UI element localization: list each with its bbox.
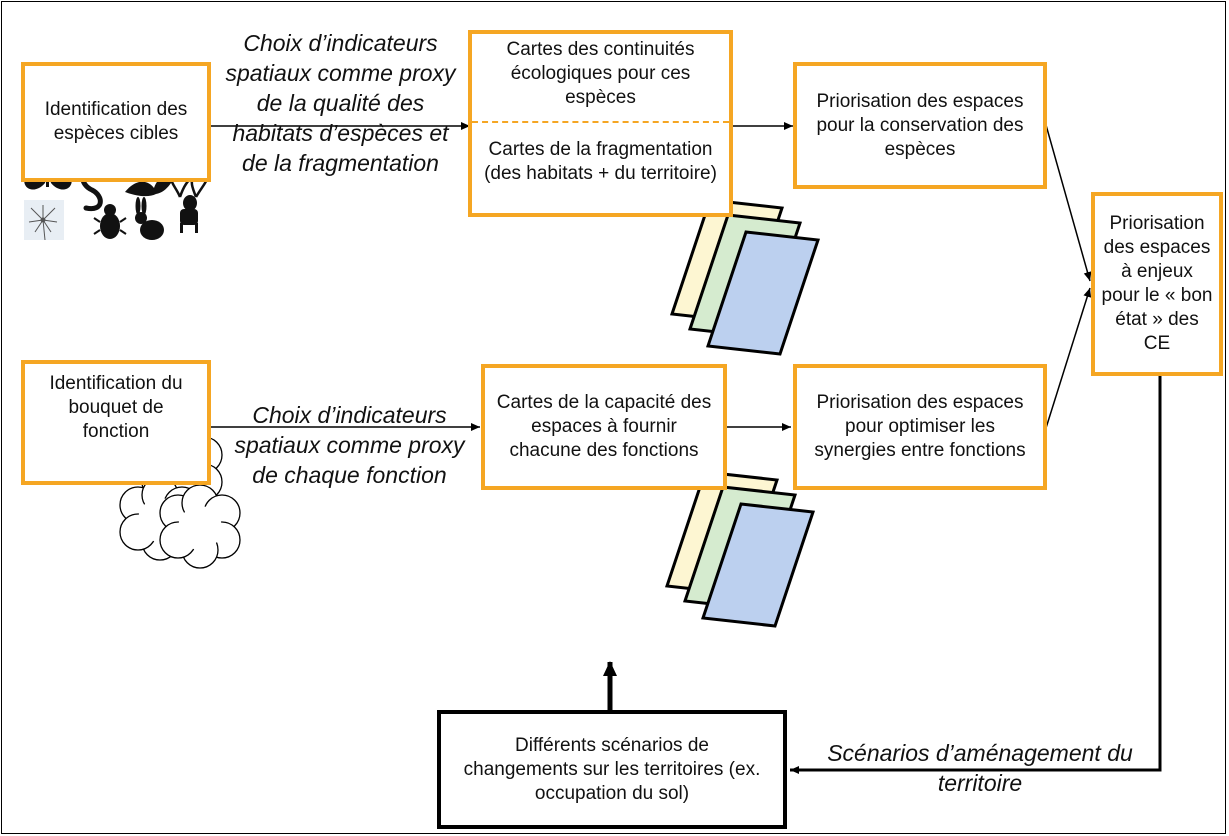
maps-fragmentation-text: Cartes de la fragmentation (des habitats… (484, 139, 717, 184)
prio-synergy-box: Priorisation des espaces pour optimiser … (793, 364, 1047, 490)
prio-species-text: Priorisation des espaces pour la conserv… (816, 90, 1024, 160)
scenarios-text: Différents scénarios de changements sur … (463, 734, 761, 804)
dandelion-icon (24, 200, 64, 241)
edge-label-spatial-indicators-species: Choix d’indicateurs spatiaux comme proxy… (225, 30, 456, 176)
prio-synergy-text: Priorisation des espaces pour optimiser … (814, 392, 1026, 461)
map-layers-top (669, 198, 821, 356)
species-identification-text: Identification des espèces cibles (44, 99, 188, 144)
function-identification-box: Identification du bouquet de fonction (21, 360, 211, 485)
beetle-icon (93, 204, 127, 239)
prio-stakes-box: Priorisation des espaces à enjeux pour l… (1091, 192, 1223, 376)
map-layers-bottom (664, 470, 816, 628)
scenarios-box: Différents scénarios de changements sur … (437, 710, 787, 829)
prio-stakes-text: Priorisation des espaces à enjeux pour l… (1101, 213, 1213, 354)
maps-capacity-box: Cartes de la capacité des espaces à four… (481, 364, 727, 490)
maps-box-top (468, 30, 733, 217)
maps-continuity-text: Cartes des continuités écologiques pour … (506, 39, 695, 108)
prio-species-box: Priorisation des espaces pour la conserv… (793, 62, 1047, 189)
arrow-prio-synergy-to-stakes (1045, 287, 1092, 429)
maps-divider (472, 121, 729, 123)
edge-label-spatial-indicators-functions: Choix d’indicateurs spatiaux comme proxy… (234, 402, 465, 488)
maps-capacity-text: Cartes de la capacité des espaces à four… (496, 392, 712, 461)
rabbit-icon (135, 197, 164, 240)
function-identification-text: Identification du bouquet de fonction (49, 373, 183, 442)
deer-icon (170, 176, 210, 233)
arrow-stakes-to-scenarios (790, 370, 1162, 774)
edge-label-planning-scenarios: Scénarios d’aménagement du territoire (827, 740, 1133, 796)
species-identification-box: Identification des espèces cibles (21, 62, 211, 182)
arrow-prio-species-to-stakes (1045, 124, 1092, 282)
